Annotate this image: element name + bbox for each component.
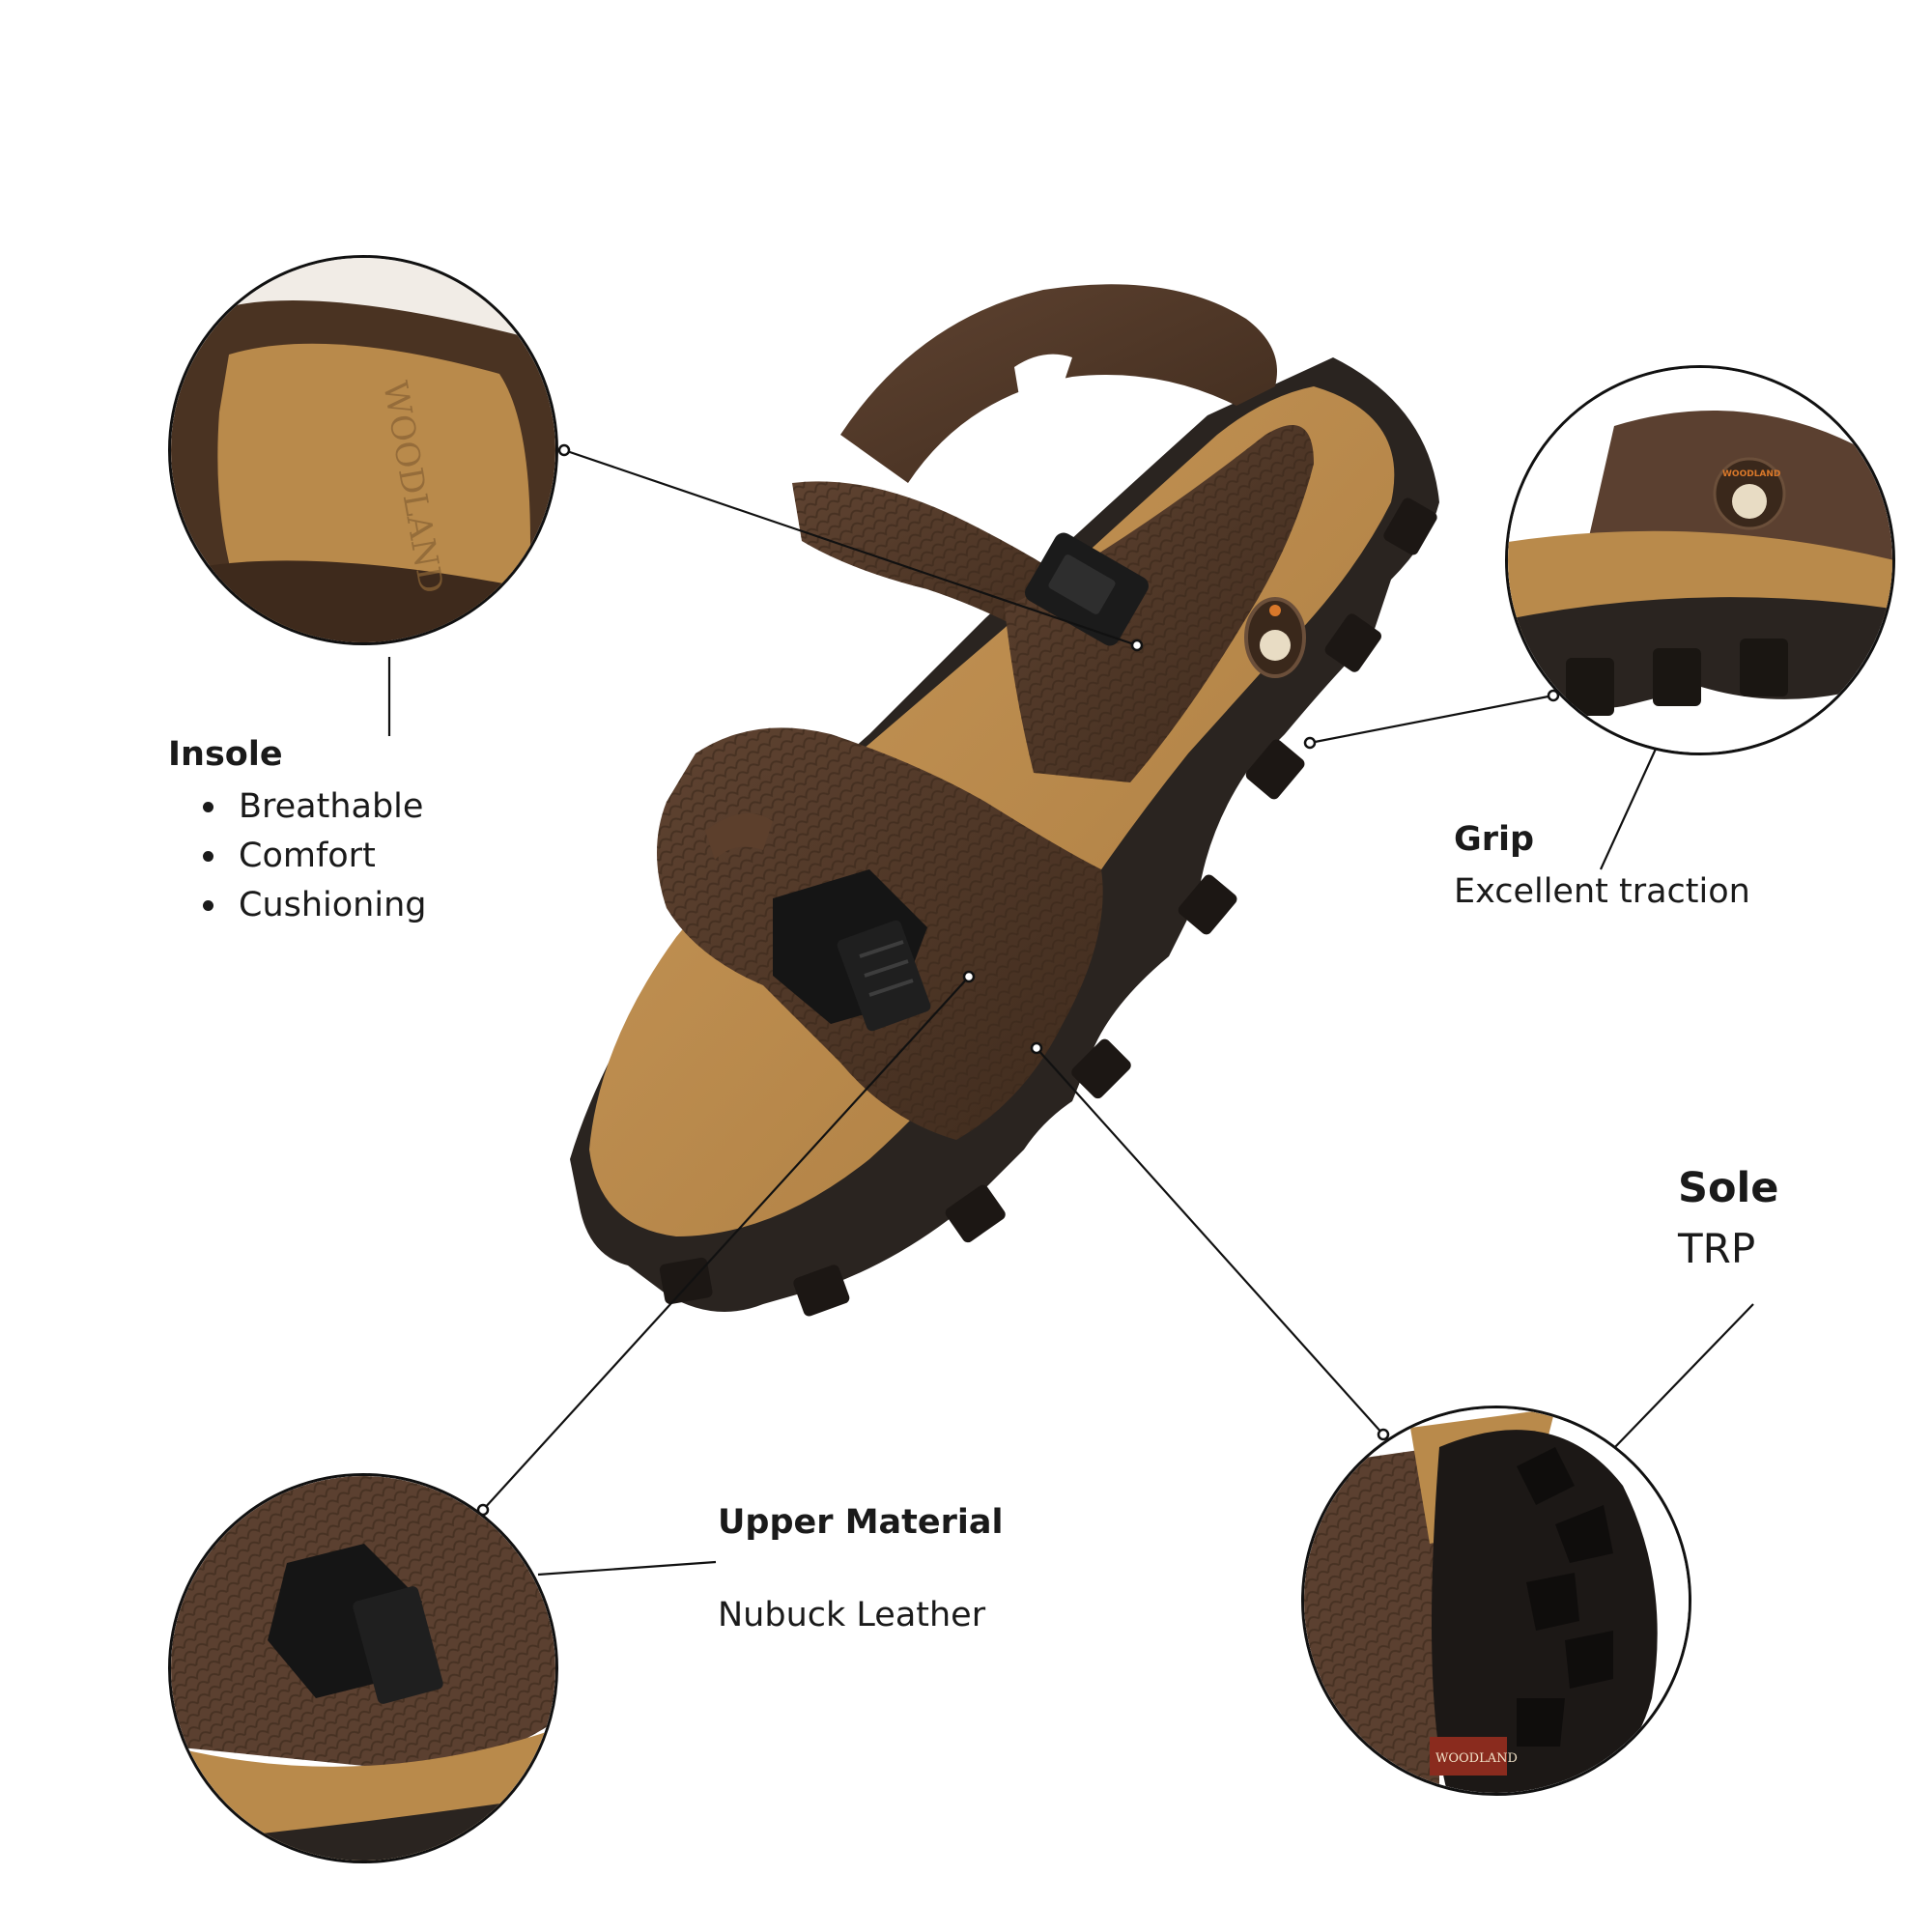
bullet-icon — [203, 802, 213, 812]
grip-logo-text: WOODLAND — [1722, 469, 1780, 479]
sole-title: Sole — [1678, 1164, 1779, 1212]
heel-strap — [840, 284, 1277, 483]
logo-badge — [1244, 597, 1306, 678]
forefoot-buckle — [773, 869, 931, 1032]
insole-label: Insole Breathable Comfort Cushioning — [168, 734, 426, 930]
grip-title: Grip — [1454, 820, 1535, 859]
sole-label: Sole TRP — [1678, 1164, 1778, 1278]
insole-title: Insole — [168, 735, 283, 774]
list-item: Breathable — [168, 782, 426, 832]
upper-material-label: Upper Material Nubuck Leather — [718, 1502, 1004, 1640]
insole-zoom-circle: WOODLAND — [168, 255, 558, 645]
ankle-buckle — [1025, 532, 1149, 646]
sole-zoom-circle: WOODLAND — [1301, 1406, 1691, 1796]
list-item: Comfort — [168, 832, 426, 881]
upper-title: Upper Material — [718, 1503, 1004, 1542]
grip-zoom-circle: WOODLAND — [1505, 365, 1895, 755]
bullet-icon — [203, 900, 213, 911]
upper-zoom-circle — [168, 1473, 558, 1863]
upper-material: Nubuck Leather — [718, 1596, 986, 1634]
list-item: Cushioning — [168, 881, 426, 930]
grip-label: Grip Excellent traction — [1454, 819, 1750, 917]
sole-material: TRP — [1678, 1224, 1756, 1272]
bullet-icon — [203, 851, 213, 862]
sole-brand-label: WOODLAND — [1435, 1751, 1518, 1766]
insole-feature-list: Breathable Comfort Cushioning — [168, 782, 426, 930]
grip-description: Excellent traction — [1454, 872, 1750, 911]
